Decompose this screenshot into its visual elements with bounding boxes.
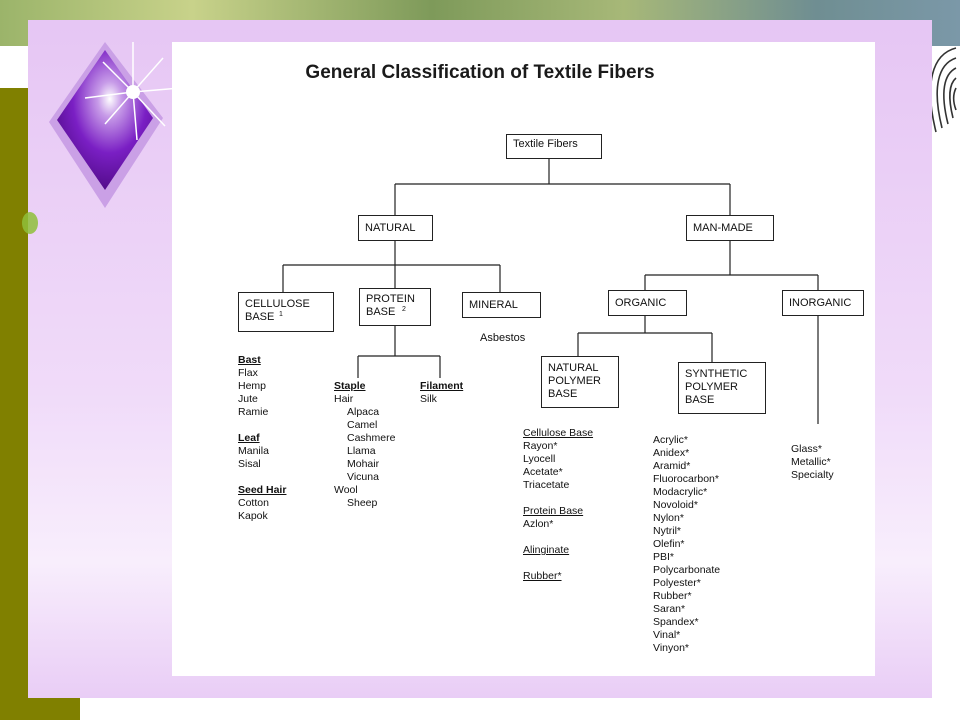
group-heading: Seed Hair [238, 484, 287, 496]
list-item: Azlon* [523, 518, 554, 530]
node-label: MAN-MADE [693, 222, 753, 234]
node-label: SYNTHETIC POLYMER BASE [685, 368, 748, 406]
list-item: Olefin* [653, 538, 685, 550]
list-item: PBI* [653, 551, 675, 563]
fingerprint-icon [929, 47, 957, 133]
list-item: Manila [238, 445, 269, 457]
list-item: Fluorocarbon* [653, 473, 719, 485]
list-gap [523, 492, 593, 505]
list-item: Triacetate [523, 479, 570, 491]
list-item: Novoloid* [653, 499, 698, 511]
group-heading: Rubber* [523, 570, 562, 582]
node-label: ORGANIC [615, 297, 667, 309]
group-heading: Alinginate [523, 544, 570, 556]
group-heading: Leaf [238, 432, 260, 444]
list-item: Vinyon* [653, 642, 690, 654]
synthetic-fiber-list: Acrylic* Anidex* Aramid* Fluorocarbon* M… [653, 434, 720, 655]
node-label: INORGANIC [789, 297, 852, 309]
list-item: Polyester* [653, 577, 701, 589]
list-item: Acetate* [523, 466, 563, 478]
list-item: Kapok [238, 510, 268, 522]
inorganic-fiber-list: Glass* Metallic* Specialty [791, 443, 834, 482]
node-synthetic-polymer-base: SYNTHETIC POLYMER BASE [678, 362, 766, 414]
list-item: Vicuna [347, 471, 379, 483]
list-item: Silk [420, 393, 437, 405]
node-man-made: MAN-MADE [686, 215, 774, 241]
list-item: Llama [347, 445, 376, 457]
group-heading: Protein Base [523, 505, 584, 517]
mineral-example: Asbestos [480, 332, 526, 344]
footnote-mark: 2 [402, 306, 406, 313]
node-natural: NATURAL [358, 215, 433, 241]
list-item: Nylon* [653, 512, 684, 524]
list-gap [523, 531, 593, 544]
node-textile-fibers: Textile Fibers [506, 134, 602, 159]
node-organic: ORGANIC [608, 290, 687, 316]
node-label: Textile Fibers [513, 138, 578, 150]
list-gap [523, 557, 593, 570]
list-item: Nytril* [653, 525, 681, 537]
diagram-title: General Classification of Textile Fibers [305, 62, 655, 83]
diamond-star-icon [49, 42, 181, 208]
list-item: Camel [347, 419, 378, 431]
node-label: NATURAL [365, 222, 416, 234]
list-gap [238, 419, 286, 432]
bullet-dot [22, 212, 38, 234]
list-item: Alpaca [347, 406, 380, 418]
node-inorganic: INORGANIC [782, 290, 864, 316]
list-subheading: Wool [334, 484, 358, 496]
group-heading: Staple [334, 380, 366, 392]
list-gap [238, 471, 286, 484]
node-label: MINERAL [469, 299, 518, 311]
list-item: Polycarbonate [653, 564, 721, 576]
bottom-strip [80, 698, 960, 720]
group-heading: Bast [238, 354, 261, 366]
list-item: Lyocell [523, 453, 556, 465]
list-subheading: Hair [334, 393, 354, 405]
list-item: Sisal [238, 458, 261, 470]
list-item: Cotton [238, 497, 269, 509]
list-item: Sheep [347, 497, 378, 509]
list-item: Cashmere [347, 432, 396, 444]
list-item: Saran* [653, 603, 686, 615]
list-item: Modacrylic* [653, 486, 708, 498]
list-item: Rayon* [523, 440, 558, 452]
list-item: Glass* [791, 443, 822, 455]
list-item: Specialty [791, 469, 834, 481]
node-natural-polymer-base: NATURAL POLYMER BASE [541, 356, 619, 408]
group-heading: Cellulose Base [523, 427, 594, 439]
cellulose-fiber-list: Bast Flax Hemp Jute Ramie Leaf Manila Si… [238, 354, 286, 523]
list-item: Rubber* [653, 590, 692, 602]
list-item: Flax [238, 367, 258, 379]
protein-staple-list: Staple Hair Alpaca Camel Cashmere Llama … [334, 380, 395, 510]
natural-polymer-list: Cellulose Base Rayon* Lyocell Acetate* T… [523, 427, 593, 583]
list-item: Aramid* [653, 460, 691, 472]
list-item: Jute [238, 393, 258, 405]
node-label: CELLULOSE BASE [245, 298, 310, 323]
node-label: NATURAL POLYMER BASE [548, 362, 601, 400]
protein-filament-list: Filament Silk [420, 380, 463, 406]
list-item: Acrylic* [653, 434, 689, 446]
footnote-mark: 1 [279, 311, 283, 318]
list-item: Vinal* [653, 629, 681, 641]
list-item: Spandex* [653, 616, 699, 628]
list-item: Mohair [347, 458, 380, 470]
list-item: Metallic* [791, 456, 831, 468]
group-heading: Filament [420, 380, 464, 392]
node-mineral: MINERAL [462, 292, 541, 318]
list-item: Ramie [238, 406, 269, 418]
node-label: PROTEIN BASE [366, 293, 415, 318]
list-item: Anidex* [653, 447, 690, 459]
list-item: Hemp [238, 380, 267, 392]
